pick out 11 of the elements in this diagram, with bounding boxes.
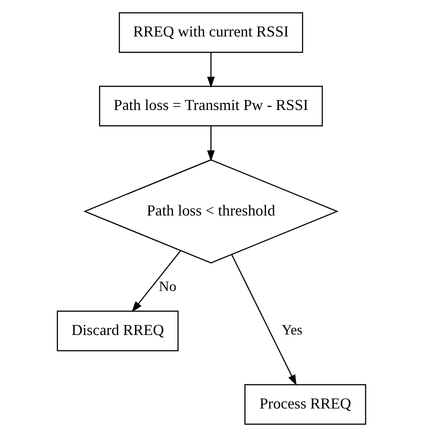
edge-label: Yes	[282, 322, 302, 339]
arrow	[132, 250, 182, 312]
arrow	[207, 126, 215, 162]
edge-label: No	[158, 278, 176, 295]
node-box: Process RREQ	[244, 384, 366, 425]
node-diamond: Path loss < threshold	[83, 159, 339, 264]
node-box: Path loss = Transmit Pw - RSSI	[99, 86, 323, 126]
node-box: Discard RREQ	[56, 310, 179, 352]
arrow	[207, 52, 215, 88]
node-box: RREQ with current RSSI	[118, 12, 304, 53]
arrow	[231, 254, 297, 386]
